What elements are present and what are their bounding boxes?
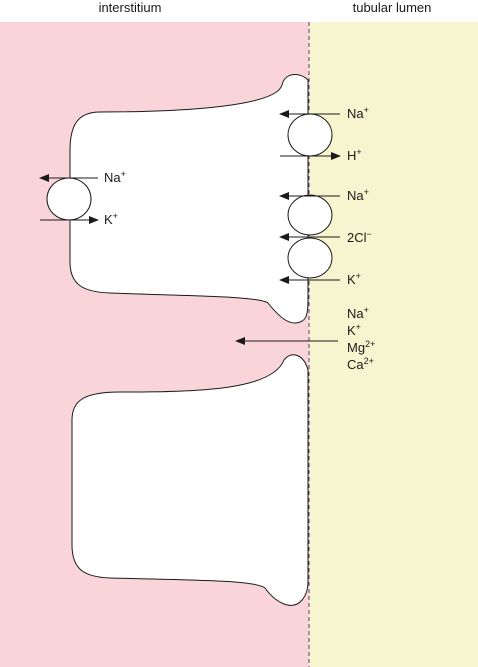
tubular-lumen-region: [309, 22, 478, 667]
interstitium-label: interstitium: [99, 0, 162, 15]
cotransporter-cl-label: 2Cl−: [347, 229, 372, 245]
paracellular-mg-label: Mg2+: [347, 339, 375, 355]
cotransporter-circle-2: [287, 237, 333, 279]
paracellular-k-label: K+: [347, 322, 361, 338]
upper-epithelial-cell: [69, 74, 309, 324]
lower-epithelial-cell: [71, 354, 309, 606]
tubular-lumen-label: tubular lumen: [353, 0, 432, 15]
exchanger-na-label: Na+: [347, 105, 369, 121]
basolateral-na-label: Na+: [104, 169, 126, 185]
cotransporter-circle-1: [287, 194, 333, 236]
na-h-exchanger: [287, 113, 333, 157]
cotransporter-na-label: Na+: [347, 187, 369, 203]
exchanger-h-label: H+: [347, 147, 362, 163]
cotransporter-k-label: K+: [347, 271, 361, 287]
basolateral-k-label: K+: [104, 211, 118, 227]
paracellular-na-label: Na+: [347, 305, 369, 321]
na-k-atpase-pump: [46, 177, 92, 221]
paracellular-ca-label: Ca2+: [347, 356, 374, 372]
